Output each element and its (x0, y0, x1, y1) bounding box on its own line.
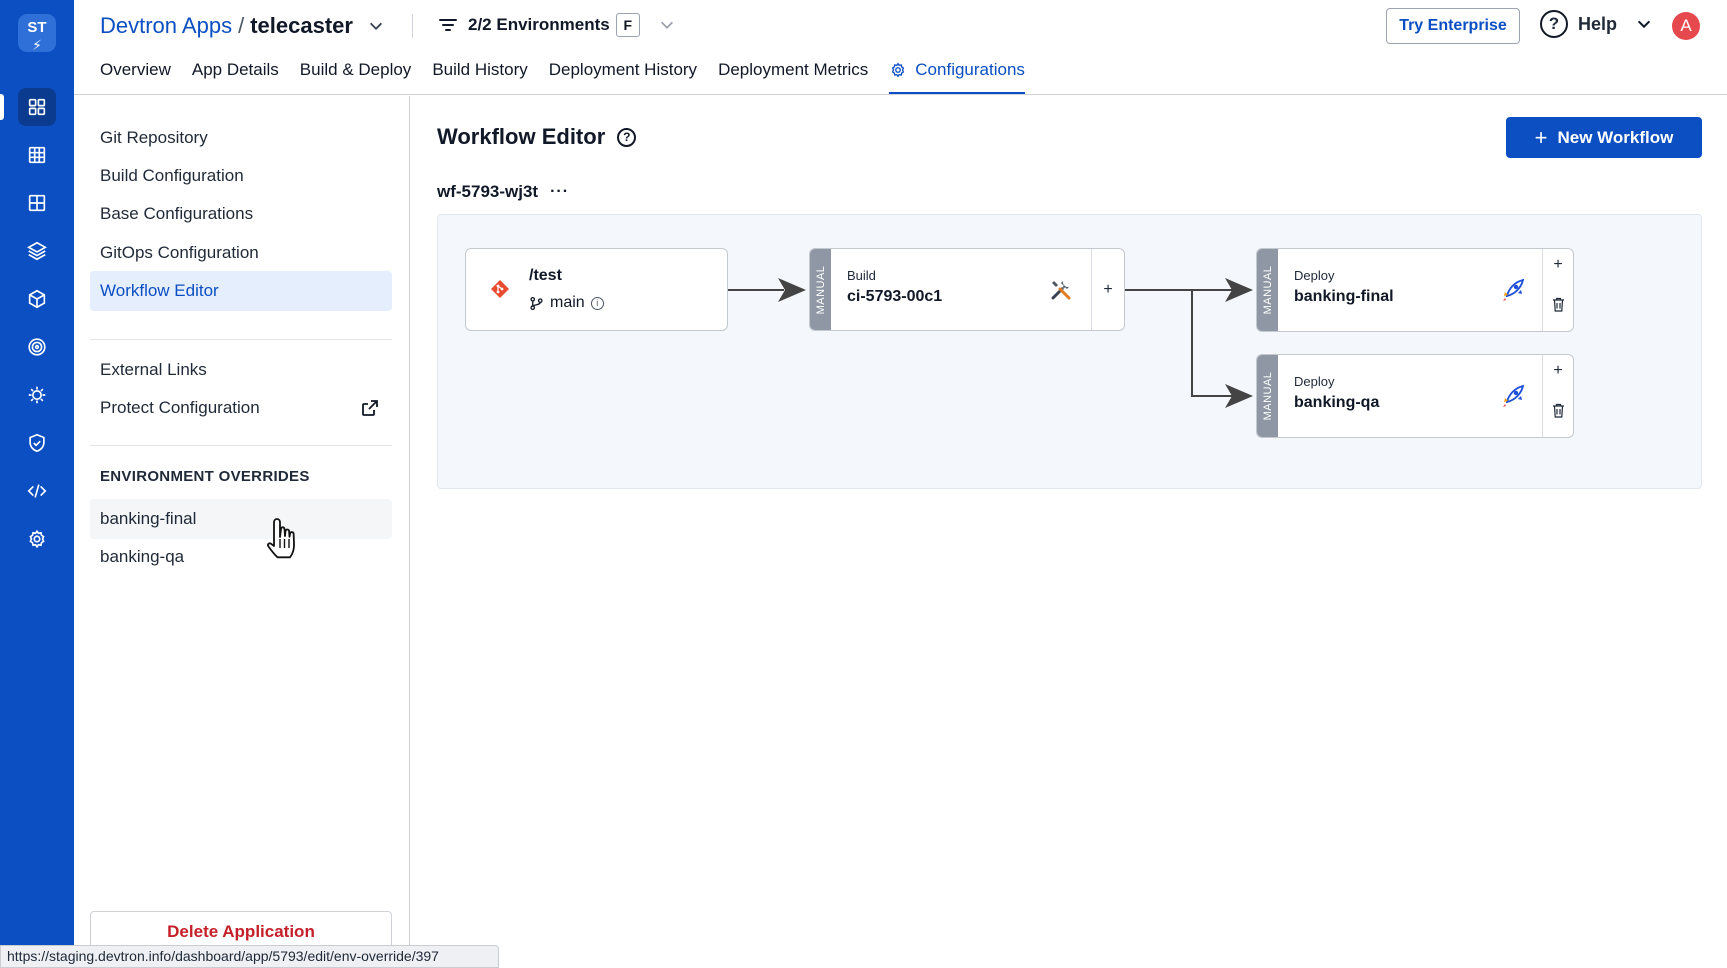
trash-icon[interactable] (1552, 297, 1565, 312)
hand-cursor-icon (267, 518, 295, 559)
help-label: Help (1578, 13, 1618, 34)
deploy-env-name: banking-final (1294, 288, 1394, 305)
add-pipeline-button[interactable]: + (1091, 249, 1124, 330)
tab-overview[interactable]: Overview (100, 60, 171, 79)
environment-filter[interactable]: 2/2 Environments F (438, 13, 676, 37)
try-enterprise-button[interactable]: Try Enterprise (1386, 8, 1520, 44)
chevron-down-icon[interactable] (367, 17, 385, 35)
page-title: Workflow Editor ? (437, 124, 637, 150)
sidebar-item-workflow-editor[interactable]: Workflow Editor (90, 271, 392, 311)
sidebar-item-banking-final[interactable]: banking-final (90, 499, 392, 539)
deploy-env-name: banking-qa (1294, 394, 1380, 411)
workflow-name-row: wf-5793-wj3t ··· (437, 182, 569, 202)
stack-icon[interactable] (18, 232, 56, 270)
header-divider (412, 14, 413, 38)
sidebar-item-label: Protect Configuration (100, 398, 260, 417)
source-branch: main i (529, 294, 604, 312)
external-link-icon (362, 400, 378, 416)
org-logo[interactable]: ST ⚡ (18, 14, 56, 52)
code-icon[interactable] (18, 472, 56, 510)
app-name[interactable]: telecaster (250, 13, 353, 38)
tab-configurations[interactable]: Configurations (889, 60, 1025, 94)
branch-name: main (550, 294, 585, 311)
tab-deployment-history[interactable]: Deployment History (548, 60, 698, 79)
manual-tag: MANUAL (1257, 355, 1278, 437)
env-badge: F (615, 13, 640, 37)
environments-count: 2/2 Environments (468, 15, 610, 34)
rocket-icon (1503, 278, 1525, 301)
help-icon[interactable]: ? (617, 127, 637, 147)
info-icon[interactable]: i (590, 296, 604, 310)
config-sidebar: Git Repository Build Configuration Base … (74, 96, 410, 968)
breadcrumb-separator: / (238, 13, 245, 38)
app-tabs: Overview App Details Build & Deploy Buil… (100, 60, 1046, 94)
add-pipeline-button[interactable]: + (1553, 362, 1563, 379)
devtron-logo-icon: ⚡ (32, 37, 42, 53)
git-icon (491, 280, 509, 298)
tab-deployment-metrics[interactable]: Deployment Metrics (718, 60, 869, 79)
workflow-edges (728, 278, 1253, 408)
nav-rail: ST ⚡ (0, 0, 74, 968)
shield-icon[interactable] (18, 424, 56, 462)
source-node[interactable]: /test main i (465, 248, 728, 331)
tab-build-deploy[interactable]: Build & Deploy (299, 60, 412, 79)
grid-icon[interactable] (18, 136, 56, 174)
bug-icon[interactable] (18, 376, 56, 414)
workflow-name: wf-5793-wj3t (437, 182, 539, 201)
deploy-label: Deploy (1294, 374, 1335, 389)
workflow-canvas: /test main i MANUAL Build ci-5793-00c1 +… (437, 214, 1702, 489)
tools-icon (1051, 281, 1071, 300)
build-node[interactable]: MANUAL Build ci-5793-00c1 + (809, 248, 1125, 331)
target-icon[interactable] (18, 328, 56, 366)
sidebar-item-build-configuration[interactable]: Build Configuration (100, 166, 244, 185)
status-url-bar: https://staging.devtron.info/dashboard/a… (0, 945, 499, 968)
node-actions: + (1542, 249, 1573, 331)
manual-tag: MANUAL (1257, 249, 1278, 331)
new-workflow-button[interactable]: + New Workflow (1506, 117, 1702, 158)
breadcrumb: Devtron Apps / telecaster (100, 13, 385, 39)
source-path: /test (529, 267, 562, 284)
tab-build-history[interactable]: Build History (432, 60, 528, 79)
deploy-label: Deploy (1294, 268, 1335, 283)
sidebar-item-banking-qa[interactable]: banking-qa (100, 547, 185, 566)
chevron-down-icon[interactable] (658, 16, 676, 34)
build-label: Build (847, 268, 876, 283)
gear-icon[interactable] (18, 520, 56, 558)
help-icon: ? (1540, 10, 1568, 38)
sidebar-divider (90, 445, 392, 446)
sidebar-item-git-repository[interactable]: Git Repository (100, 128, 208, 147)
tab-configurations-label: Configurations (915, 60, 1025, 79)
help-menu[interactable]: ? Help (1540, 10, 1653, 38)
add-pipeline-button[interactable]: + (1553, 256, 1563, 273)
manual-tag: MANUAL (810, 249, 831, 330)
apps-icon[interactable] (0, 88, 56, 126)
app-header: Devtron Apps / telecaster 2/2 Environmen… (74, 0, 1727, 95)
sidebar-item-protect-configuration[interactable]: Protect Configuration (90, 388, 392, 428)
node-actions: + (1542, 355, 1573, 437)
rocket-icon (1503, 384, 1525, 407)
avatar[interactable]: A (1672, 12, 1700, 40)
filter-icon (439, 19, 457, 31)
env-overrides-heading: ENVIRONMENT OVERRIDES (100, 468, 310, 485)
breadcrumb-devtron-apps[interactable]: Devtron Apps (100, 13, 233, 38)
build-pipeline-name: ci-5793-00c1 (847, 288, 943, 305)
trash-icon[interactable] (1552, 403, 1565, 418)
plus-icon: + (1534, 124, 1548, 150)
deploy-node-banking-final[interactable]: MANUAL Deploy banking-final + (1256, 248, 1574, 332)
table-icon[interactable] (18, 184, 56, 222)
branch-icon (530, 296, 543, 310)
deploy-node-banking-qa[interactable]: MANUAL Deploy banking-qa + (1256, 354, 1574, 438)
workflow-editor-title: Workflow Editor (437, 124, 606, 149)
tab-app-details[interactable]: App Details (191, 60, 279, 79)
cube-icon[interactable] (18, 280, 56, 318)
chevron-down-icon[interactable] (1635, 15, 1653, 33)
sidebar-item-base-configurations[interactable]: Base Configurations (100, 204, 254, 223)
sidebar-divider (90, 339, 392, 340)
gear-icon (892, 62, 905, 78)
more-options-icon[interactable]: ··· (550, 183, 570, 200)
sidebar-item-external-links[interactable]: External Links (100, 360, 207, 379)
new-workflow-label: New Workflow (1557, 127, 1674, 147)
sidebar-item-gitops-configuration[interactable]: GitOps Configuration (100, 243, 259, 262)
